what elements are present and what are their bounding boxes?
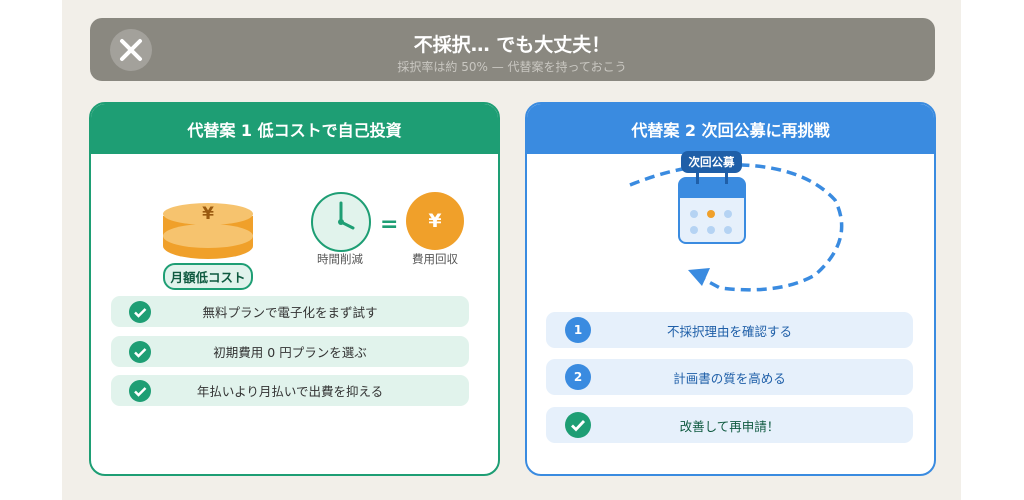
clock-icon (311, 192, 371, 252)
yen-coin-icon: ¥ (406, 192, 464, 250)
equals-sign: = (380, 212, 399, 237)
banner-title: 不採択… でも大丈夫！ (413, 34, 611, 56)
banner-subtitle: 採択率は約 50% — 代替案を持っておこう (397, 60, 627, 74)
cost-recovery-label: 費用回収 (412, 252, 458, 266)
check-circle-icon (129, 379, 151, 402)
check-circle-icon (129, 340, 151, 363)
list-item-text: 年払いより月払いで出費を抑える (196, 384, 384, 399)
plan1-card: 代替案 1 低コストで自己投資 (89, 102, 500, 476)
step-text: 計画書の質を高める (673, 370, 786, 386)
list-item-text: 無料プランで電子化をまず試す (202, 305, 378, 320)
coin-symbol: ¥ (202, 204, 214, 224)
plan2-title: 代替案 2 次回公募に再挑戦 (527, 104, 934, 154)
coin-stack-icon: ¥ (163, 203, 253, 259)
step-item: 1 不採択理由を確認する (546, 312, 913, 348)
list-item: 無料プランで電子化をまず試す (111, 296, 469, 327)
step-text: 不採択理由を確認する (666, 323, 792, 339)
step-number-badge: 1 (565, 317, 591, 343)
step-item: 2 計画書の質を高める (546, 359, 913, 395)
rejection-banner (90, 18, 935, 81)
list-item: 初期費用 0 円プランを選ぶ (111, 336, 469, 367)
step-text: 改善して再申請！ (679, 418, 780, 434)
list-item-text: 初期費用 0 円プランを選ぶ (213, 345, 367, 360)
check-circle-icon (129, 300, 151, 323)
check-circle-icon (565, 412, 591, 438)
close-icon (110, 29, 152, 71)
plan1-title: 代替案 1 低コストで自己投資 (91, 104, 498, 154)
time-saving-label: 時間削減 (317, 252, 363, 266)
list-item: 年払いより月払いで出費を抑える (111, 375, 469, 406)
calendar-icon (678, 170, 746, 244)
next-call-tag: 次回公募 (681, 151, 742, 173)
monthly-low-cost-tag: 月額低コスト (163, 263, 253, 290)
step-item: 改善して再申請！ (546, 407, 913, 443)
step-number-badge: 2 (565, 364, 591, 390)
